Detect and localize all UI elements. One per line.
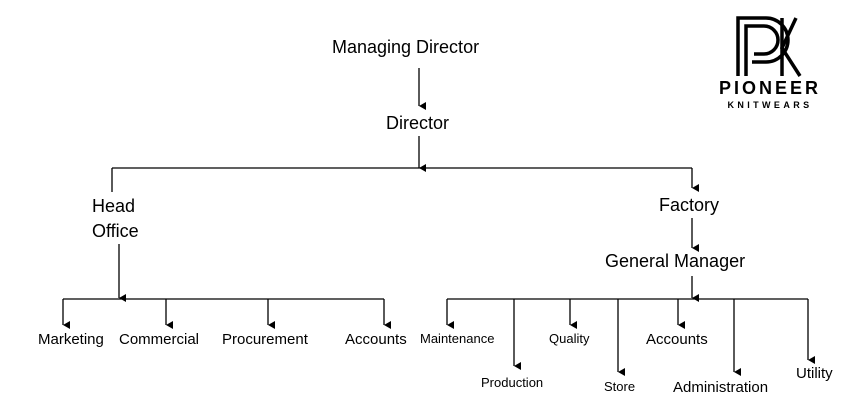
node-general-manager: General Manager	[605, 251, 746, 271]
logo-tagline-text: KNITWEARS	[727, 100, 813, 110]
node-marketing: Marketing	[38, 331, 104, 348]
node-maintenance: Maintenance	[420, 331, 495, 346]
node-commercial: Commercial	[119, 331, 200, 348]
node-production: Production	[481, 375, 544, 390]
node-head-office-line2: Office	[92, 221, 139, 241]
node-utility: Utility	[796, 365, 833, 382]
node-store: Store	[604, 379, 636, 394]
node-managing-director: Managing Director	[332, 37, 480, 57]
node-head-office-line1: Head	[92, 196, 136, 216]
node-factory: Factory	[659, 195, 720, 215]
node-director: Director	[386, 113, 450, 133]
node-head-office: Head Office	[92, 194, 139, 244]
pioneer-knitwears-logo: PIONEER KNITWEARS	[700, 14, 840, 114]
node-administration: Administration	[673, 379, 769, 396]
node-accounts-factory: Accounts	[646, 331, 708, 348]
node-accounts-head-office: Accounts	[345, 331, 407, 348]
node-procurement: Procurement	[222, 331, 308, 348]
logo-brand-text: PIONEER	[718, 78, 822, 98]
node-quality: Quality	[549, 331, 590, 346]
pk-monogram-icon	[736, 16, 802, 77]
